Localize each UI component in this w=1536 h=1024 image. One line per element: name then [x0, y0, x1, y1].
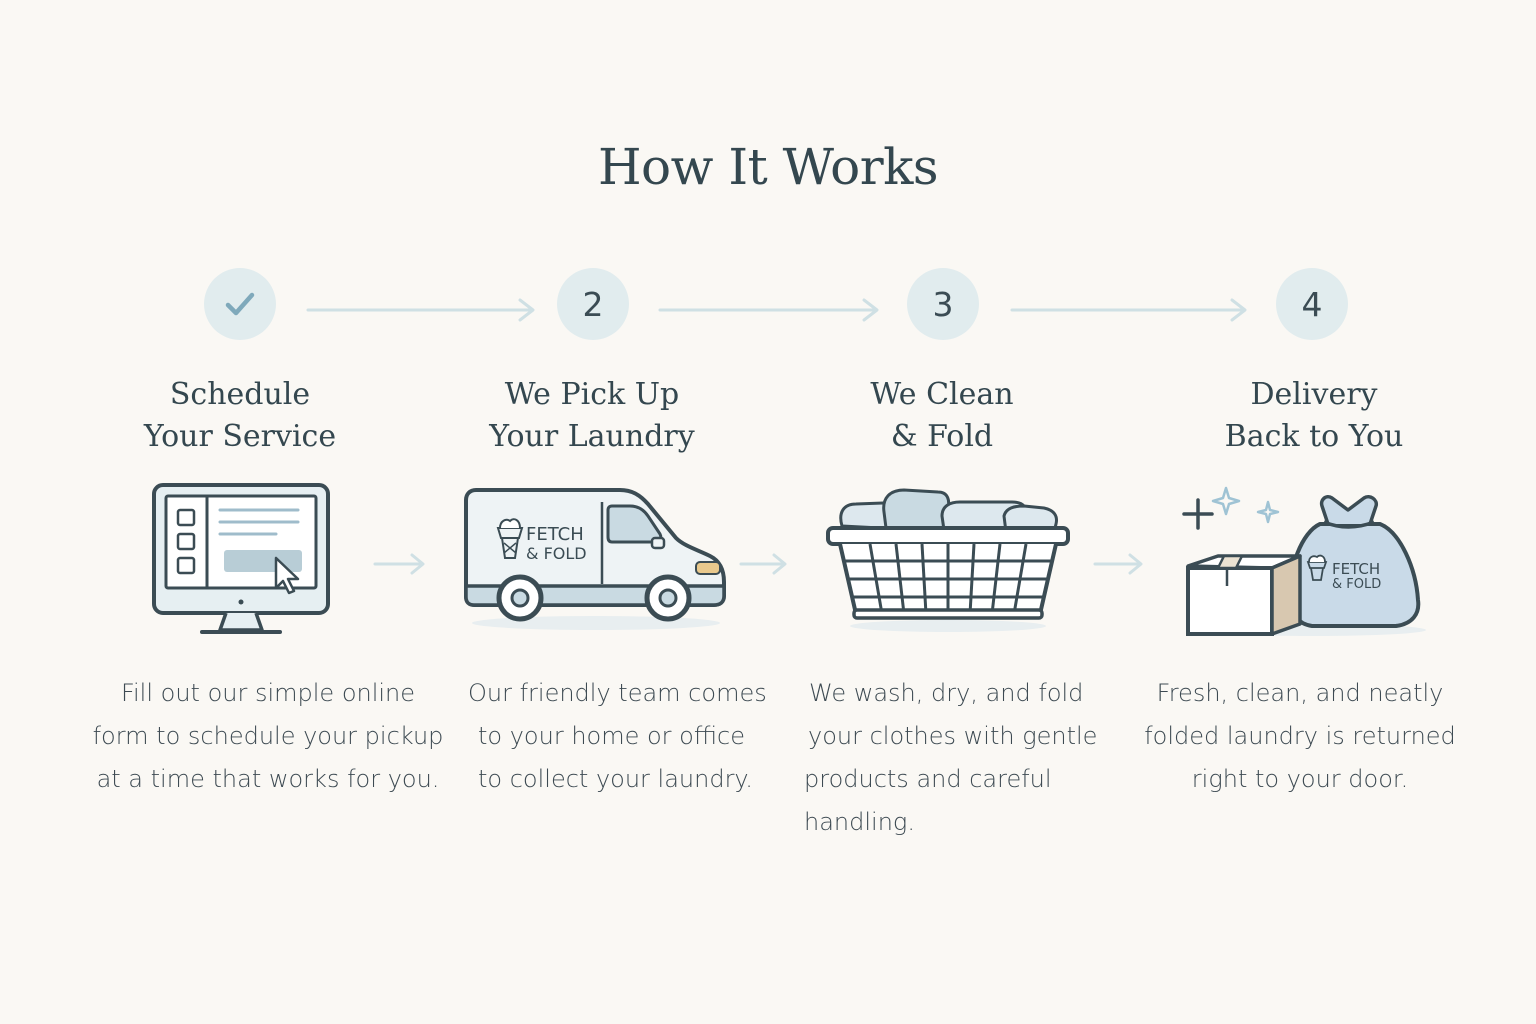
connector-arrow-icon [306, 298, 535, 322]
step-3-title: We Clean & Fold [870, 377, 1014, 454]
small-arrow-icon [739, 553, 787, 575]
small-arrow-icon [1093, 553, 1143, 575]
delivery-van-icon: FETCH & FOLD [464, 488, 726, 630]
package-and-laundry-bag-icon: FETCH & FOLD [1182, 486, 1426, 636]
step-4-title: Delivery Back to You [1224, 377, 1404, 454]
step-3-badge: 3 [907, 268, 979, 340]
step-2-description: Our friendly team comes to your home or … [468, 679, 767, 793]
step-2-title: We Pick Up Your Laundry [489, 377, 695, 454]
connector-arrow-icon [658, 298, 879, 322]
bag-logo-line-1: FETCH [1332, 560, 1380, 578]
step-4-description: Fresh, clean, and neatly folded laundry … [1144, 679, 1456, 793]
step-1-description: Fill out our simple online form to sched… [92, 679, 444, 793]
laundry-basket-icon [826, 488, 1070, 632]
van-logo-line-1: FETCH [526, 524, 584, 545]
step-4-badge: 4 [1276, 268, 1348, 340]
page-title: How It Works [597, 137, 939, 196]
connector-arrow-icon [1010, 298, 1247, 322]
computer-monitor-icon [152, 483, 330, 634]
van-logo-line-2: & FOLD [526, 544, 587, 563]
step-1-badge [204, 268, 276, 340]
small-arrow-icon [373, 553, 425, 575]
step-3-description: We wash, dry, and fold your clothes with… [804, 679, 1098, 836]
check-icon [225, 292, 255, 316]
bag-logo-line-2: & FOLD [1332, 577, 1381, 592]
step-2-badge: 2 [557, 268, 629, 340]
step-1-title: Schedule Your Service [143, 377, 337, 454]
